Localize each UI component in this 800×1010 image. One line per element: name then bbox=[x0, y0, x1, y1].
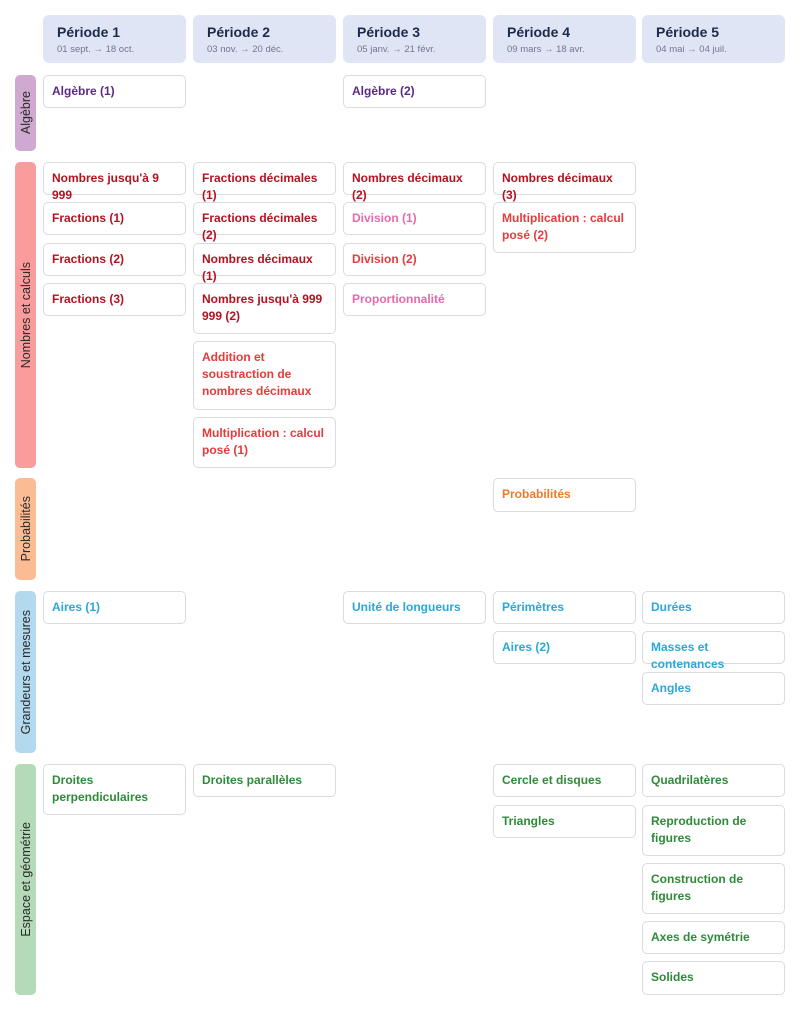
period-title: Période 5 bbox=[656, 24, 720, 40]
lesson-card-nombres-9999[interactable]: Nombres jusqu'à 9 999 bbox=[43, 162, 186, 202]
lesson-card-nombres-decimaux-3[interactable]: Nombres décimaux (3) bbox=[493, 162, 636, 202]
lesson-card-aires-1[interactable]: Aires (1) bbox=[43, 591, 186, 624]
period-header-1: Période 1 01 sept. → 18 oct. bbox=[43, 15, 186, 63]
lesson-card-construction-figures[interactable]: Construction de figures bbox=[642, 863, 785, 914]
lesson-card-masses-contenances[interactable]: Masses et contenances bbox=[642, 631, 785, 671]
lesson-card-fractions-decimales-1[interactable]: Fractions décimales (1) bbox=[193, 162, 336, 202]
lesson-card-fractions-decimales-2[interactable]: Fractions décimales (2) bbox=[193, 202, 336, 242]
lesson-card-axes-symetrie[interactable]: Axes de symétrie bbox=[642, 921, 785, 954]
domain-tab-geometry: Espace et géométrie bbox=[15, 764, 36, 995]
lesson-card-division-1[interactable]: Division (1) bbox=[343, 202, 486, 235]
lesson-card-aires-2[interactable]: Aires (2) bbox=[493, 631, 636, 664]
period-dates: 05 janv. → 21 févr. bbox=[357, 44, 436, 55]
period-dates: 09 mars → 18 avr. bbox=[507, 44, 585, 55]
lesson-card-quadrilateres[interactable]: Quadrilatères bbox=[642, 764, 785, 797]
period-dates: 03 nov. → 20 déc. bbox=[207, 44, 284, 55]
lesson-card-division-2[interactable]: Division (2) bbox=[343, 243, 486, 276]
period-title: Période 1 bbox=[57, 24, 121, 40]
lesson-card-fractions-2[interactable]: Fractions (2) bbox=[43, 243, 186, 276]
domain-label: Probabilités bbox=[18, 496, 33, 562]
domain-label: Algèbre bbox=[18, 91, 33, 135]
domain-label: Nombres et calculs bbox=[18, 261, 33, 369]
period-dates: 01 sept. → 18 oct. bbox=[57, 44, 135, 55]
lesson-card-multiplication-2[interactable]: Multiplication : calcul posé (2) bbox=[493, 202, 636, 253]
lesson-card-nombres-decimaux-1[interactable]: Nombres décimaux (1) bbox=[193, 243, 336, 283]
domain-label: Grandeurs et mesures bbox=[18, 609, 33, 735]
lesson-card-solides[interactable]: Solides bbox=[642, 961, 785, 995]
lesson-card-algebre-1[interactable]: Algèbre (1) bbox=[43, 75, 186, 108]
lesson-card-cercle-disques[interactable]: Cercle et disques bbox=[493, 764, 636, 797]
lesson-card-angles[interactable]: Angles bbox=[642, 672, 785, 705]
lesson-card-unite-longueurs[interactable]: Unité de longueurs bbox=[343, 591, 486, 624]
lesson-card-reproduction-figures[interactable]: Reproduction de figures bbox=[642, 805, 785, 856]
lesson-card-nombres-999999-2[interactable]: Nombres jusqu'à 999 999 (2) bbox=[193, 283, 336, 334]
lesson-card-fractions-1[interactable]: Fractions (1) bbox=[43, 202, 186, 235]
period-dates: 04 mai → 04 juil. bbox=[656, 44, 727, 55]
period-header-5: Période 5 04 mai → 04 juil. bbox=[642, 15, 785, 63]
period-header-2: Période 2 03 nov. → 20 déc. bbox=[193, 15, 336, 63]
period-header-3: Période 3 05 janv. → 21 févr. bbox=[343, 15, 486, 63]
period-title: Période 3 bbox=[357, 24, 421, 40]
domain-tab-algebra: Algèbre bbox=[15, 75, 36, 151]
lesson-card-perimetres[interactable]: Périmètres bbox=[493, 591, 636, 624]
period-title: Période 2 bbox=[207, 24, 271, 40]
lesson-card-multiplication-1[interactable]: Multiplication : calcul posé (1) bbox=[193, 417, 336, 468]
lesson-card-droites-paralleles[interactable]: Droites parallèles bbox=[193, 764, 336, 797]
lesson-card-proportionnalite[interactable]: Proportionnalité bbox=[343, 283, 486, 316]
lesson-card-algebre-2[interactable]: Algèbre (2) bbox=[343, 75, 486, 108]
period-header-4: Période 4 09 mars → 18 avr. bbox=[493, 15, 636, 63]
lesson-card-nombres-decimaux-2[interactable]: Nombres décimaux (2) bbox=[343, 162, 486, 202]
period-title: Période 4 bbox=[507, 24, 571, 40]
lesson-card-durees[interactable]: Durées bbox=[642, 591, 785, 624]
lesson-card-triangles[interactable]: Triangles bbox=[493, 805, 636, 838]
lesson-card-fractions-3[interactable]: Fractions (3) bbox=[43, 283, 186, 316]
lesson-card-addition-soustraction[interactable]: Addition et soustraction de nombres déci… bbox=[193, 341, 336, 410]
lesson-card-probabilites[interactable]: Probabilités bbox=[493, 478, 636, 512]
domain-label: Espace et géométrie bbox=[18, 822, 33, 937]
lesson-card-droites-perpendiculaires[interactable]: Droites perpendiculaires bbox=[43, 764, 186, 815]
domain-tab-numbers: Nombres et calculs bbox=[15, 162, 36, 468]
domain-tab-probability: Probabilités bbox=[15, 478, 36, 580]
domain-tab-measures: Grandeurs et mesures bbox=[15, 591, 36, 753]
